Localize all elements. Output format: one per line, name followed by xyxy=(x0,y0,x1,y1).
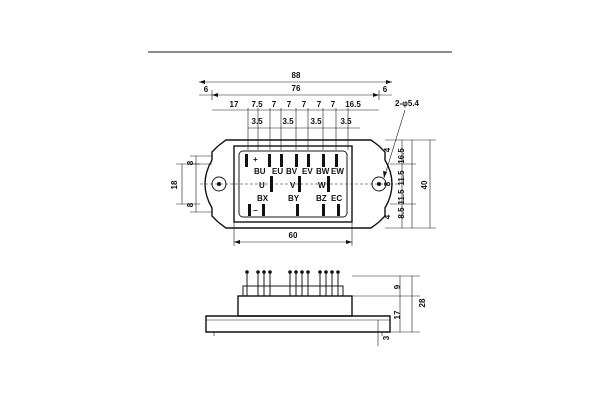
terminal-pins-top xyxy=(245,154,338,167)
label-bu: BU xyxy=(254,167,266,176)
label-bx: BX xyxy=(257,194,269,203)
label-bz: BZ xyxy=(316,194,327,203)
label-ec: EC xyxy=(331,194,342,203)
label-minus: − xyxy=(253,206,258,215)
dim-spacing-3: 7 xyxy=(287,100,292,109)
dim-right-b: 16.5 xyxy=(397,148,406,164)
dim-spacing-6: 7 xyxy=(331,100,336,109)
dim-right-a: 4 xyxy=(383,147,392,152)
dim-side-pin-height: 9 xyxy=(393,284,402,289)
side-base-plate xyxy=(205,315,391,333)
dim-left-middle: 18 xyxy=(170,180,179,189)
label-bw: BW xyxy=(316,167,330,176)
dim-edge-right: 6 xyxy=(383,85,388,94)
label-eu: EU xyxy=(272,167,283,176)
label-bv: BV xyxy=(286,167,298,176)
label-plus: + xyxy=(253,155,258,164)
dim-spacing-5: 7 xyxy=(317,100,322,109)
label-v: V xyxy=(290,181,296,190)
dim-offset-0: 3.5 xyxy=(251,117,263,126)
dim-spacing-2: 7 xyxy=(272,100,277,109)
label-by: BY xyxy=(288,194,300,203)
label-w: W xyxy=(318,181,326,190)
dim-pitch-76: 76 xyxy=(292,84,301,93)
label-ew: EW xyxy=(331,167,344,176)
terminal-pins-bottom xyxy=(248,204,340,216)
dim-overall-88: 88 xyxy=(292,71,301,80)
extension-lines xyxy=(247,108,349,150)
dim-side-body: 17 xyxy=(393,310,402,319)
dim-spacing-1: 7.5 xyxy=(251,100,263,109)
side-pins xyxy=(246,272,339,296)
dim-side-overall: 28 xyxy=(418,298,427,307)
dim-right-overall: 40 xyxy=(420,180,429,189)
hole-callout: 2-φ5.4 xyxy=(395,99,420,108)
dim-spacing-0: 17 xyxy=(230,100,239,109)
dim-side-base: 3 xyxy=(382,335,391,340)
dim-right-e: 11.5 xyxy=(397,189,406,205)
dim-right-f: 8.5 xyxy=(397,207,406,219)
dim-offset-1: 3.5 xyxy=(282,117,294,126)
label-ev: EV xyxy=(302,167,313,176)
terminal-pins-middle xyxy=(270,176,330,192)
dim-right-c: 8 xyxy=(383,181,392,186)
label-u: U xyxy=(259,181,265,190)
dim-spacing-4: 7 xyxy=(302,100,307,109)
top-view: 88 6 76 6 17 7.5 7 7 7 7 7 16.5 3.5 3.5 … xyxy=(170,71,436,246)
dim-left-upper: 8 xyxy=(186,160,195,165)
dim-right-g: 4 xyxy=(383,214,392,219)
dim-left-lower: 8 xyxy=(186,202,195,207)
dim-offset-3: 3.5 xyxy=(340,117,352,126)
dim-body-60: 60 xyxy=(289,231,298,240)
dim-right-d: 11.5 xyxy=(397,170,406,186)
dim-spacing-7: 16.5 xyxy=(345,100,361,109)
dim-edge-left: 6 xyxy=(204,85,209,94)
side-body xyxy=(237,295,353,317)
hole-leader xyxy=(383,109,406,179)
dim-offset-2: 3.5 xyxy=(310,117,322,126)
side-view: 9 28 17 3 xyxy=(205,270,427,346)
